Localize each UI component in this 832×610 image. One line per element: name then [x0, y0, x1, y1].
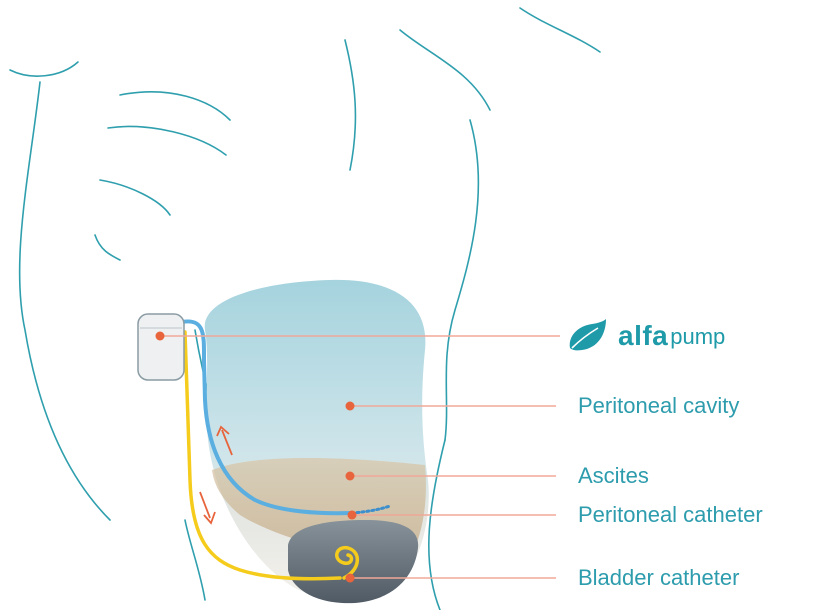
- right-flank-line: [445, 120, 478, 440]
- left-arm-line: [20, 82, 110, 520]
- brand-alfa: alfa: [618, 320, 668, 352]
- dot-alfapump: [156, 332, 165, 341]
- left-rib-line-1: [100, 180, 170, 215]
- label-bladder-catheter: Bladder catheter: [578, 565, 739, 591]
- right-shoulder-line: [400, 30, 490, 110]
- dot-ascites: [346, 472, 355, 481]
- right-top-line: [520, 8, 600, 52]
- bladder-shape: [288, 520, 418, 603]
- leaf-icon: [566, 318, 608, 354]
- dot-peritoneal-catheter: [348, 511, 357, 520]
- dot-bladder-catheter: [346, 574, 355, 583]
- label-peritoneal-cavity: Peritoneal cavity: [578, 393, 739, 419]
- left-hip-line: [185, 520, 205, 600]
- alfapump-logo: alfa pump: [566, 318, 725, 354]
- label-peritoneal-catheter: Peritoneal catheter: [578, 502, 763, 528]
- dot-peritoneal-cavity: [346, 402, 355, 411]
- brand-pump: pump: [670, 324, 725, 350]
- flow-arrow-down: [200, 492, 210, 518]
- left-rib-line-2: [95, 235, 120, 260]
- left-pectoral-line: [108, 127, 226, 155]
- right-hip-line: [429, 440, 445, 610]
- label-ascites: Ascites: [578, 463, 649, 489]
- left-clavicle-line: [120, 92, 230, 120]
- left-shoulder-line: [10, 62, 78, 76]
- sternum-line: [345, 40, 355, 170]
- pump-device: [138, 314, 184, 380]
